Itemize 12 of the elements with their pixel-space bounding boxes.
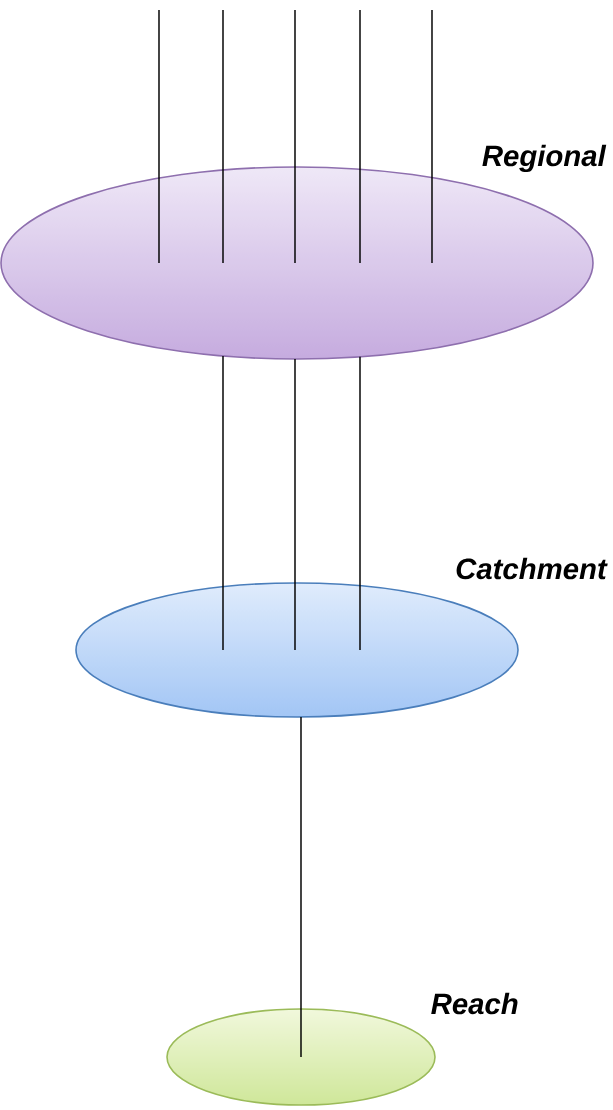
line: [294, 358, 296, 651]
line: [294, 9, 296, 264]
level-label: Regional: [482, 144, 607, 173]
line: [431, 9, 433, 264]
level-label: Catchment: [456, 557, 608, 580]
line: [359, 9, 361, 264]
line: [300, 716, 302, 1058]
level-label: Reach: [431, 992, 518, 1015]
line: [222, 355, 224, 651]
line: [222, 9, 224, 264]
line: [158, 9, 160, 264]
line: [359, 356, 361, 651]
